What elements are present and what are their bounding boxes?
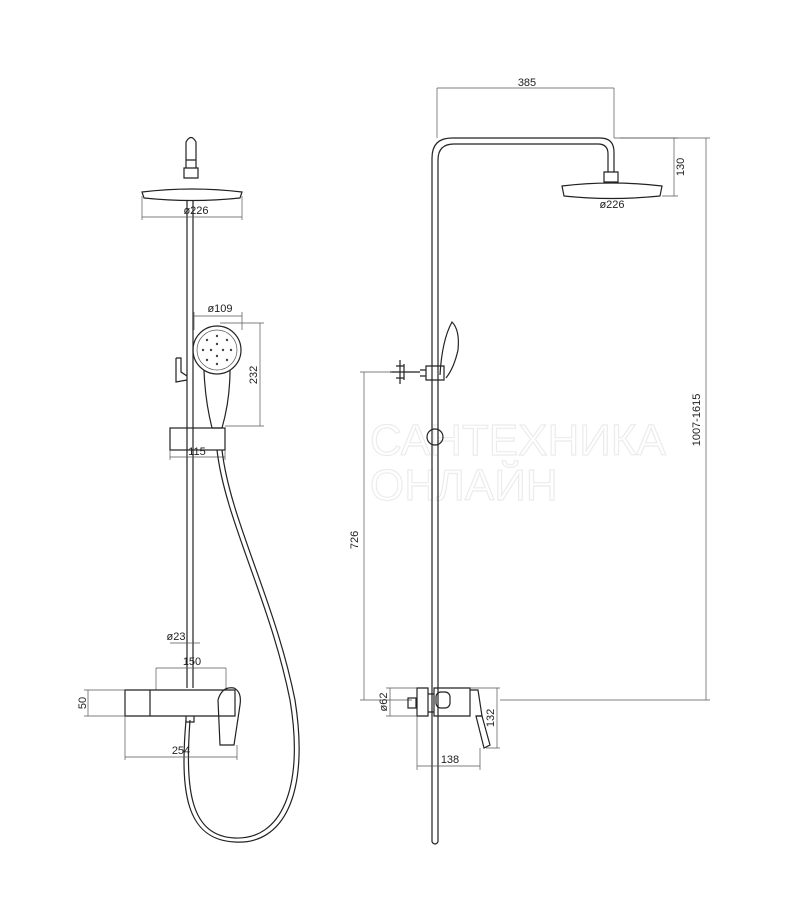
hand-shower-head [192,325,242,375]
mixer-lever [217,687,241,746]
front-view: ø226 ø109 232 115 ø23 150 [77,136,300,843]
side-mixer-lever [475,715,491,749]
label-inlet-diameter: ø62 [378,693,390,712]
top-nozzle [183,136,199,179]
label-outlet-height: 726 [349,531,361,549]
side-mixer-cartridge [435,691,451,709]
side-shower-pole [431,137,615,842]
hand-shower-nozzles [201,334,233,366]
dim-line-side-mixer-height [470,687,500,749]
rain-shower-head [141,188,243,202]
label-head-drop: 130 [675,158,687,176]
watermark-line1: САНТЕХНИКА [370,416,667,465]
label-head-diameter: ø226 [183,205,208,217]
hand-shower-handle [203,369,231,429]
side-hand-shower [439,321,459,379]
slider-bracket [169,427,226,451]
hand-shower-face [196,329,238,371]
dim-line-hand-diameter [193,312,243,330]
dim-line-hand-height [220,322,264,427]
dim-line-side-mixer-depth [416,716,481,770]
label-mixer-height: 50 [77,697,89,709]
shower-hose-inner [183,449,300,843]
shower-hose [187,449,295,839]
side-view: 385 130 ø226 1007-1615 726 ø62 132 138 [349,77,710,845]
dim-line-inlet [386,687,417,717]
dim-line-mixer-depth [124,716,238,760]
label-slider-width: 115 [188,446,206,458]
label-mixer-width: 150 [183,656,201,668]
label-side-mixer-height: 132 [485,709,497,727]
dim-line-mixer-height [84,689,125,717]
label-arm-reach: 385 [518,77,536,89]
dim-line-arm-reach [436,87,615,138]
label-height-range: 1007-1615 [691,394,703,447]
dim-line-head-drop [620,137,678,197]
label-mixer-depth: 254 [172,745,190,757]
dim-line-mixer-width [155,667,227,690]
dim-line-height-range [500,137,710,701]
label-pole-diameter: ø23 [167,631,186,643]
side-holder [420,365,445,381]
label-side-mixer-depth: 138 [441,754,459,766]
label-hand-height: 232 [248,366,260,384]
pole-holder [175,357,188,383]
side-inlet [407,697,417,709]
side-slider-knob [426,428,444,446]
shower-pole [186,200,194,688]
side-wall-mount [390,360,420,384]
watermark: САНТЕХНИКА ОНЛАЙН [369,415,667,510]
side-mixer-body [416,687,483,717]
side-rain-head [561,171,663,200]
mixer-body [124,689,236,723]
dim-line-slider [169,450,226,460]
dim-line-head [141,196,243,220]
label-hand-diameter: ø109 [207,303,232,315]
side-pole-bottom [431,841,439,845]
label-side-head-diameter: ø226 [599,199,624,211]
dim-line-outlet-height [360,371,412,701]
watermark-line2: ОНЛАЙН [370,459,558,510]
